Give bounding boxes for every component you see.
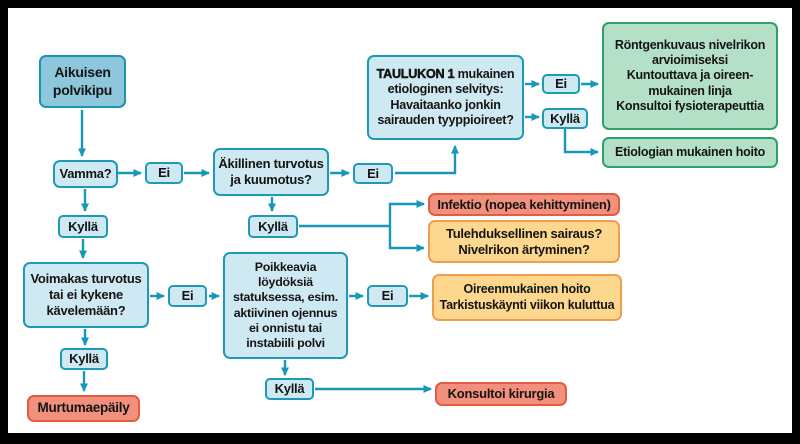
- label-ei-after-poikkeavia: Ei: [367, 285, 408, 307]
- label-ei-right-of-taulukko: Ei: [542, 74, 580, 94]
- node-taulukko-selvitys: TAULUKON 1 mukainen etiologinen selvitys…: [367, 55, 524, 140]
- label-kylla-right-of-taulukko: Kyllä: [542, 108, 588, 129]
- node-akillinen-turvotus-question: Äkillinen turvotus ja kuumotus?: [213, 148, 329, 196]
- node-vamma-question: Vamma?: [53, 160, 118, 188]
- node-poikkeavia-loydoksia-question: Poikkeavia löydöksiä statuksessa, esim. …: [223, 252, 348, 359]
- node-etiologian-mukainen-hoito: Etiologian mukainen hoito: [602, 137, 778, 168]
- taulukko-text: TAULUKON 1 mukainen etiologinen selvitys…: [376, 66, 515, 128]
- node-tulehduksellinen-outcome: Tulehduksellinen sairaus? Nivelrikon ärt…: [428, 220, 620, 263]
- node-murtumaepaily-outcome: Murtumaepäily: [27, 395, 140, 422]
- node-konsultoi-kirurgia-outcome: Konsultoi kirurgia: [435, 382, 567, 406]
- taulukko-bold-text: TAULUKON 1: [376, 66, 455, 82]
- label-kylla-under-akillinen: Kyllä: [248, 215, 298, 238]
- label-kylla-under-poikkeavia: Kyllä: [265, 378, 314, 400]
- node-voimakas-turvotus-question: Voimakas turvotus tai ei kykene kävelemä…: [23, 262, 149, 328]
- taulukko-rest-text: mukainen etiologinen selvitys: Havaitaan…: [377, 66, 515, 127]
- label-kylla-under-vamma: Kyllä: [58, 215, 108, 238]
- node-oireenmukainen-hoito-outcome: Oireenmukainen hoito Tarkistuskäynti vii…: [432, 274, 622, 321]
- node-infektio-outcome: Infektio (nopea kehittyminen): [428, 193, 620, 216]
- node-rontgenkuvaus-outcome: Röntgenkuvaus nivelrikon arvioimiseksi K…: [602, 22, 778, 130]
- label-ei-after-voimakas: Ei: [168, 285, 207, 307]
- label-ei-after-vamma: Ei: [145, 162, 183, 184]
- label-kylla-under-voimakas: Kyllä: [60, 348, 108, 370]
- node-aikuisen-polvikipu: Aikuisen polvikipu: [39, 55, 126, 108]
- label-ei-to-taulukko: Ei: [353, 163, 393, 184]
